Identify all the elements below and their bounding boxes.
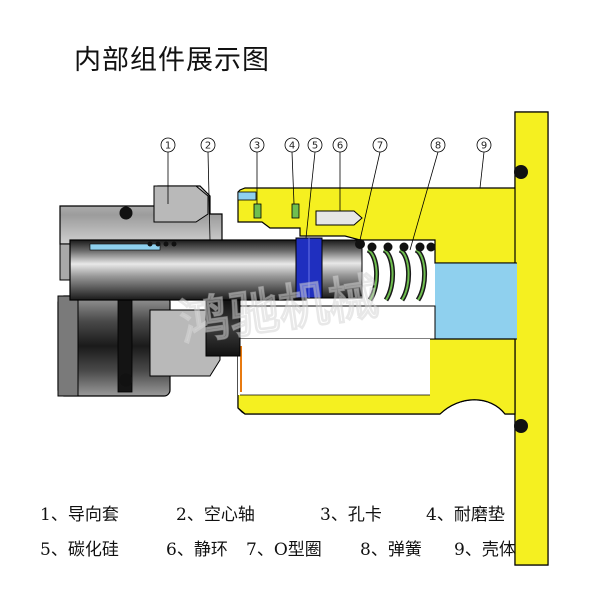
legend-item-housing: 9、壳体: [454, 540, 516, 560]
callout-2: 2: [200, 137, 216, 153]
legend-item-circlip: 3、孔卡: [320, 505, 382, 525]
housing-bore-cavity: [435, 263, 517, 339]
legend-item-static-ring: 6、静环: [166, 540, 228, 560]
hollow-shaft-bore: [205, 299, 241, 357]
callout-3: 3: [249, 137, 265, 153]
svg-text:7: 7: [377, 141, 383, 152]
legend-item-silicon-carbide: 5、碳化硅: [40, 540, 119, 560]
svg-text:9: 9: [481, 141, 487, 152]
callout-9: 9: [476, 137, 492, 153]
legend-item-wear-pad: 4、耐磨垫: [426, 505, 505, 525]
shaft-seal-balls: [147, 241, 177, 247]
spring: [366, 247, 427, 302]
housing-channel: [237, 191, 257, 201]
shaft-oil-line: [89, 243, 161, 251]
callout-8: 8: [430, 137, 446, 153]
callout-5: 5: [307, 137, 323, 153]
legend-item-guide-sleeve: 1、导向套: [40, 505, 119, 525]
circlip: [253, 203, 262, 219]
mating-ring: [321, 239, 363, 299]
legend-item-hollow-shaft: 2、空心轴: [176, 505, 255, 525]
callout-1: 1: [160, 137, 176, 153]
o-ring: [355, 239, 365, 249]
callout-7: 7: [372, 137, 388, 153]
lower-o-ring: [119, 373, 133, 387]
legend-item-o-ring: 7、O型圈: [246, 540, 322, 560]
spring-end-balls: [367, 242, 436, 252]
svg-text:2: 2: [205, 141, 211, 152]
page-title: 内部组件展示图: [74, 45, 270, 76]
svg-text:8: 8: [435, 141, 441, 152]
svg-text:4: 4: [289, 141, 295, 152]
callout-leaders: [167, 151, 485, 251]
svg-text:6: 6: [337, 141, 343, 152]
guide-sleeve-nut: [153, 185, 209, 223]
flange-o-ring-top: [514, 165, 528, 179]
svg-text:3: 3: [254, 141, 260, 152]
flange-o-ring-bottom: [514, 419, 528, 433]
svg-text:5: 5: [312, 141, 318, 152]
guide-o-ring: [119, 206, 133, 220]
wear-pad: [291, 203, 300, 219]
housing-flange: [514, 111, 549, 566]
legend-item-spring: 8、弹簧: [360, 540, 422, 560]
callout-6: 6: [332, 137, 348, 153]
static-ring-pin: [315, 210, 363, 226]
svg-text:1: 1: [165, 141, 171, 152]
callout-4: 4: [284, 137, 300, 153]
